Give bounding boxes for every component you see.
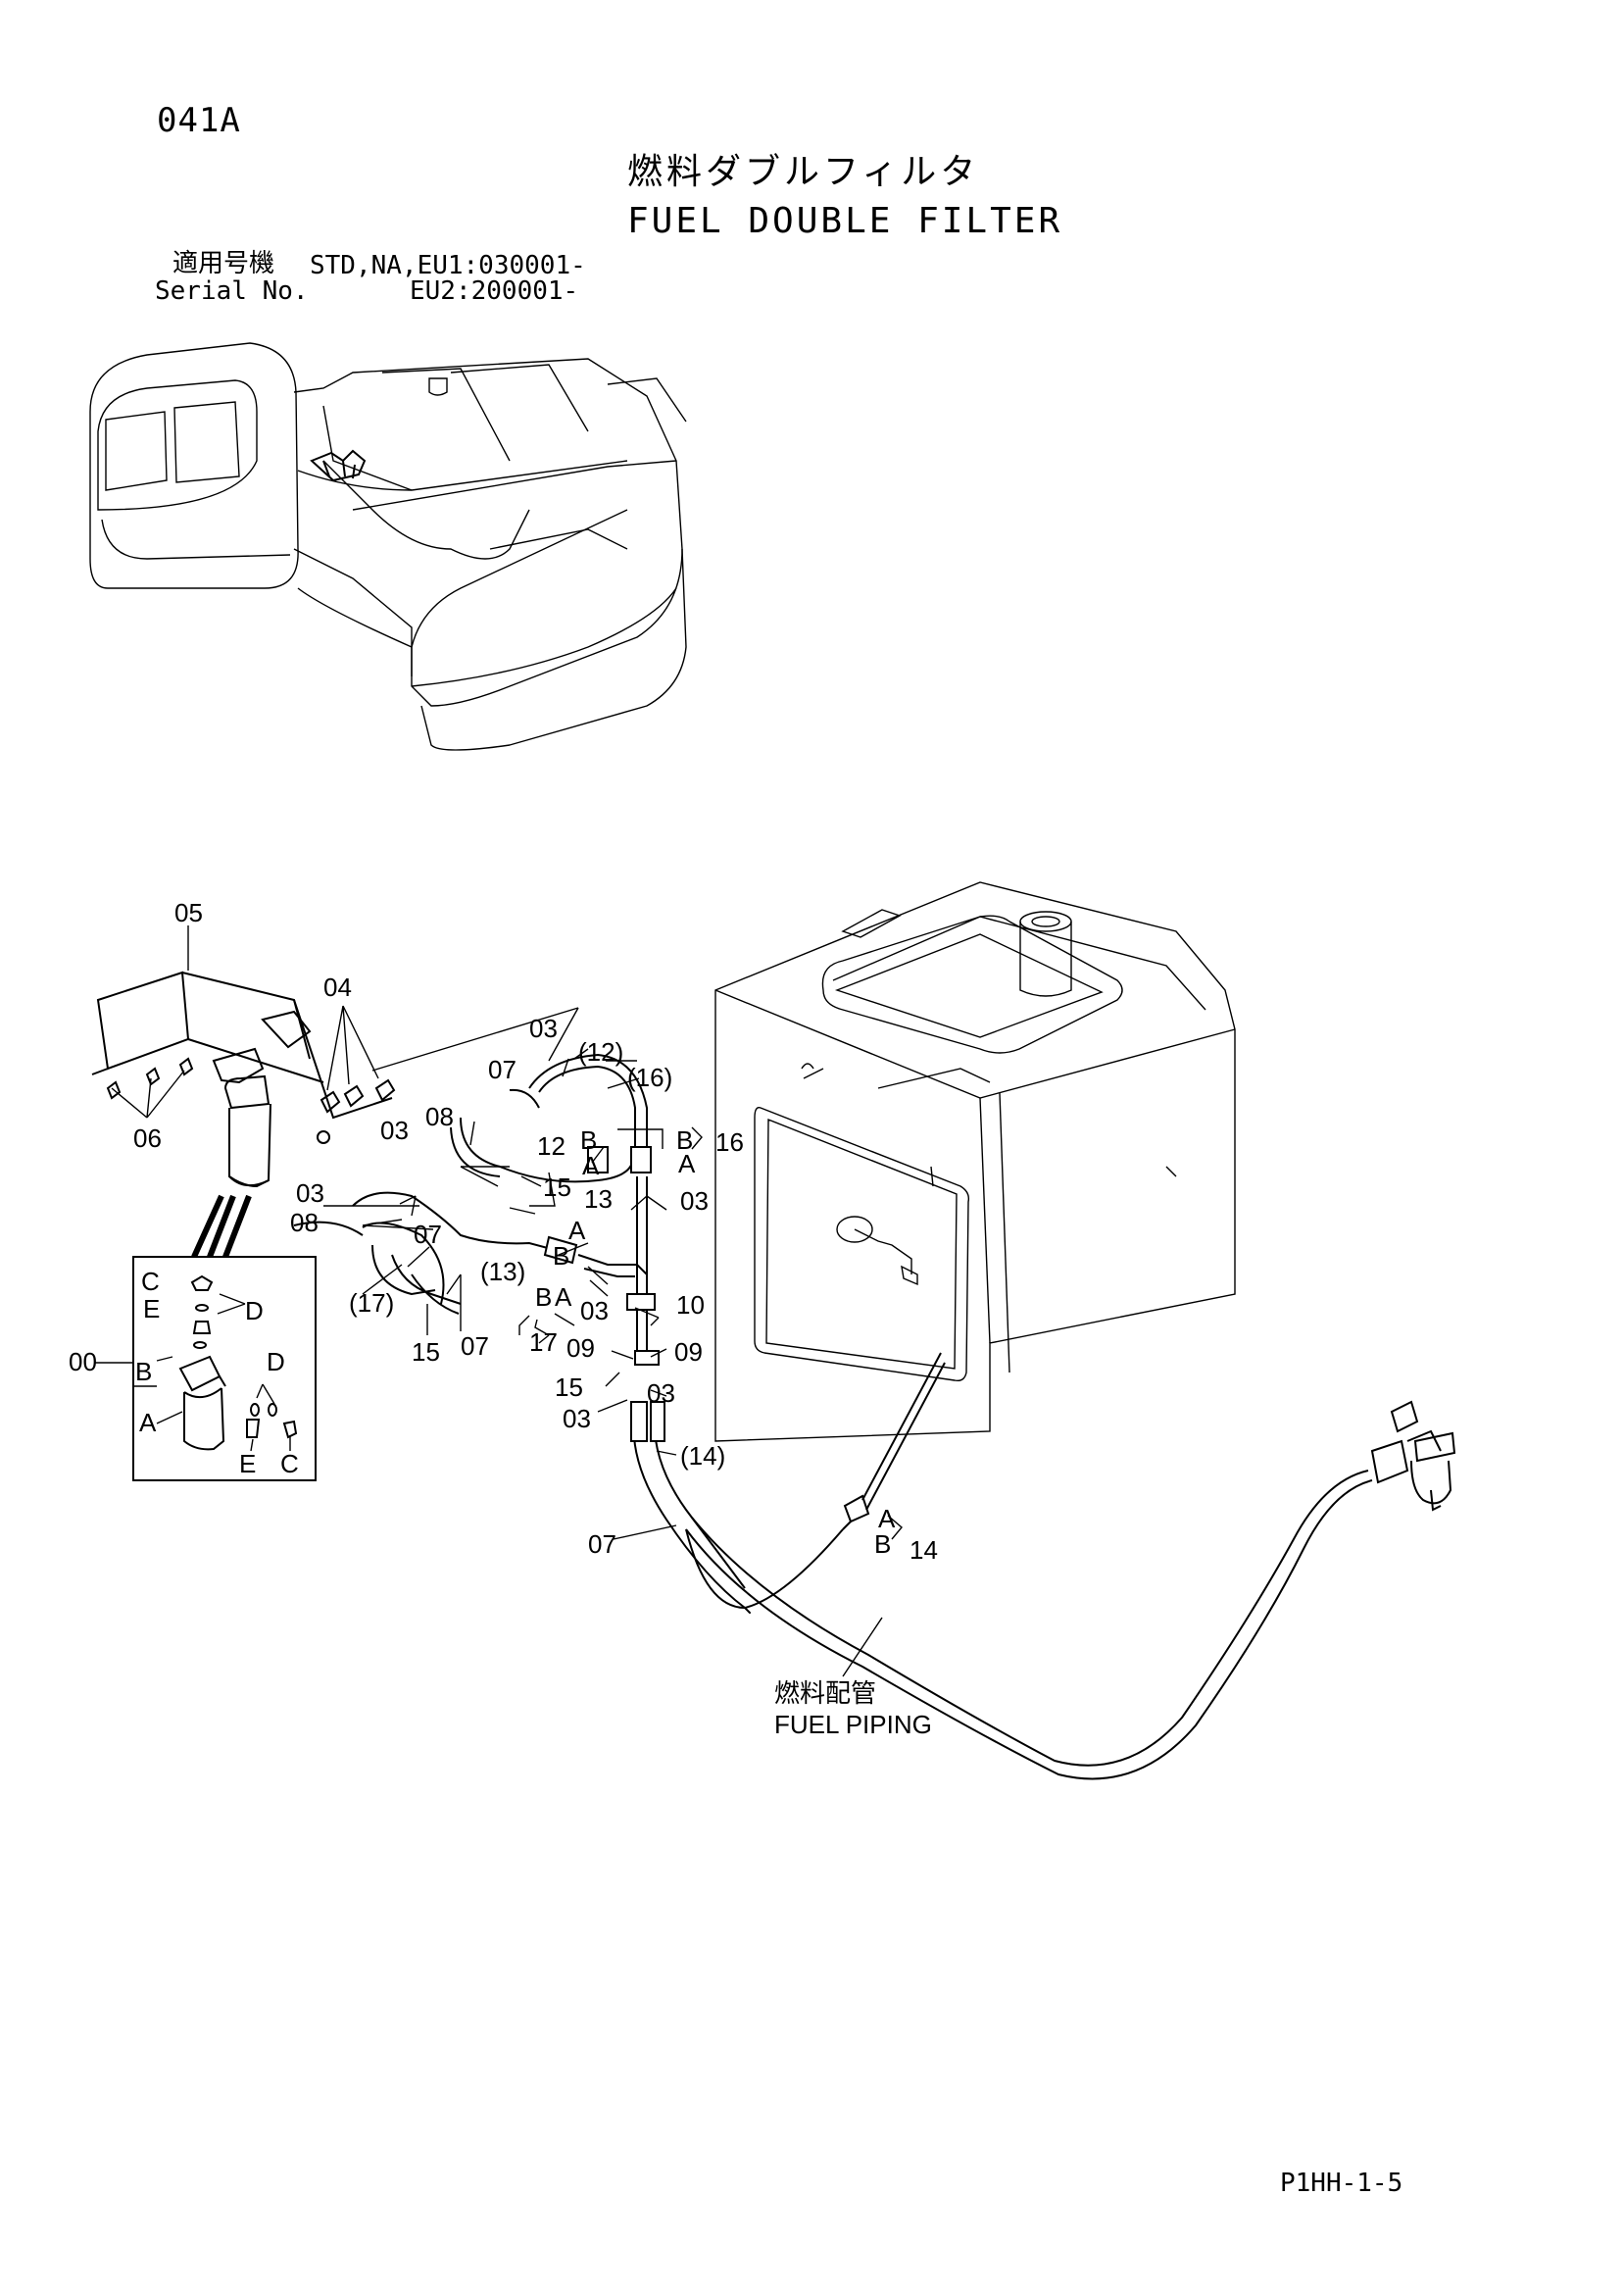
serial-label-english: Serial No. [155, 276, 309, 306]
filter-assembly-inset [132, 1194, 317, 1481]
inset-frame [132, 1256, 317, 1481]
callout-03-upper: 03 [529, 1014, 558, 1043]
callout-14: 14 [910, 1535, 938, 1565]
callout-15-upper: 15 [543, 1173, 571, 1202]
fuel-hoses-drawing [293, 1053, 1456, 1780]
key-B-16: B [676, 1125, 693, 1155]
serial-label-japanese: 適用号機 [172, 249, 275, 278]
machine-overview-drawing [89, 342, 687, 751]
callout-15-lower: 15 [555, 1373, 583, 1402]
callout-labels: 05 04 06 03 07 (12) (16) 03 08 12 B A B … [69, 898, 938, 1565]
key-E-bottom: E [239, 1449, 256, 1478]
page-footer-code: P1HH-1-5 [1280, 2169, 1403, 2198]
callout-07-upper: 07 [488, 1055, 516, 1084]
title-english: FUEL DOUBLE FILTER [627, 201, 1063, 241]
key-B-17: B [535, 1282, 552, 1312]
key-A-12: A [582, 1151, 600, 1180]
callout-03-bracket: 03 [380, 1116, 409, 1145]
callout-17: 17 [529, 1327, 558, 1357]
title-japanese: 燃料ダブルフィルタ [627, 152, 980, 192]
callout-03-mid: 03 [680, 1186, 709, 1216]
callout-03-lower-right: 03 [647, 1378, 675, 1408]
key-B-inset: B [135, 1357, 152, 1386]
callout-03-lower-left: 03 [563, 1404, 591, 1433]
callout-07-left: 07 [461, 1331, 489, 1361]
key-A-inset: A [139, 1408, 157, 1437]
callout-07-mid: 07 [414, 1220, 442, 1249]
key-A-16: A [678, 1149, 696, 1178]
fuel-piping-label-japanese: 燃料配管 [774, 1679, 876, 1709]
key-C-top: C [141, 1267, 160, 1296]
callout-17-paren: (17) [349, 1288, 394, 1318]
callout-15-left: 15 [412, 1337, 440, 1367]
callout-05: 05 [174, 898, 203, 927]
callout-03-left: 03 [296, 1178, 324, 1208]
key-D-top: D [245, 1296, 264, 1325]
callout-12-paren: (12) [578, 1037, 623, 1067]
callout-00: 00 [69, 1347, 97, 1376]
callout-14-paren: (14) [680, 1441, 725, 1471]
key-A-13: A [568, 1216, 586, 1245]
fuel-tank-drawing [714, 881, 1236, 1442]
key-B-14: B [874, 1529, 891, 1559]
key-A-17: A [555, 1282, 572, 1312]
callout-leaders [94, 925, 903, 1540]
callout-09-right: 09 [674, 1337, 703, 1367]
callout-13: 13 [584, 1184, 613, 1214]
key-B-12: B [580, 1125, 597, 1155]
callout-03-tee: 03 [580, 1296, 609, 1325]
callout-09-left: 09 [566, 1333, 595, 1363]
callout-13-paren: (13) [480, 1257, 525, 1286]
serial-value-1: STD,NA,EU1:030001- [310, 251, 586, 280]
callout-16: 16 [715, 1127, 744, 1157]
key-B-13: B [553, 1241, 569, 1271]
key-C-bottom: C [280, 1449, 299, 1478]
callout-04: 04 [323, 973, 352, 1002]
callout-16-paren: (16) [627, 1063, 672, 1092]
callout-08-lower: 08 [290, 1208, 319, 1237]
callout-12: 12 [537, 1131, 566, 1161]
key-D-bottom: D [267, 1347, 285, 1376]
page-code: 041A [157, 101, 241, 140]
key-A-14: A [878, 1504, 896, 1533]
callout-07-lower: 07 [588, 1529, 616, 1559]
serial-value-2: EU2:200001- [410, 276, 579, 306]
callout-08-upper: 08 [425, 1102, 454, 1131]
fuel-piping-label-english: FUEL PIPING [774, 1710, 932, 1739]
callout-06: 06 [133, 1123, 162, 1153]
callout-10: 10 [676, 1290, 705, 1320]
filter-bracket-drawing [91, 971, 396, 1188]
key-E-top: E [143, 1294, 160, 1323]
